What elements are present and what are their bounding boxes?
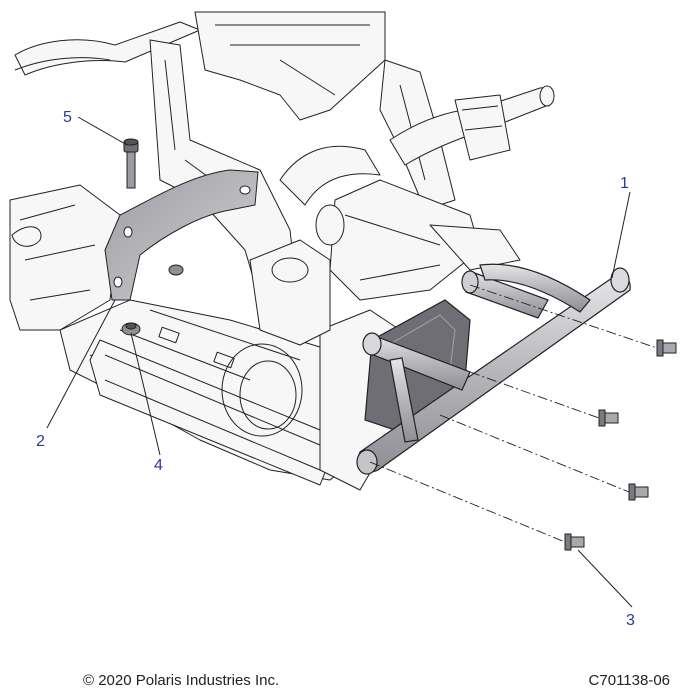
leader-line-4 [130, 332, 161, 456]
bracket-bolt-part [123, 138, 139, 189]
callout-2: 2 [36, 433, 45, 450]
leader-line-1 [611, 191, 631, 279]
callout-3: 3 [626, 612, 635, 629]
flange-bolts-part [564, 339, 677, 551]
leader-line-2 [46, 299, 116, 429]
front-bumper-part [356, 263, 631, 475]
callout-labels: 1 2 3 4 5 [36, 109, 635, 629]
flange-bolt-c [628, 483, 649, 501]
leader-line-5 [77, 116, 128, 146]
leader-line-3 [577, 549, 633, 608]
callout-1: 1 [620, 175, 629, 192]
copyright-notice: © 2020 Polaris Industries Inc. [83, 672, 280, 689]
flange-nut-part [121, 264, 184, 336]
drawing-number: C701138-06 [588, 672, 670, 689]
callout-4: 4 [154, 457, 163, 474]
mounting-bracket-part [104, 169, 259, 301]
flange-bolt-d [564, 533, 585, 551]
vehicle-frame [9, 11, 555, 491]
alignment-lines [369, 284, 658, 543]
leader-lines [46, 116, 633, 608]
flange-bolt-b [598, 409, 619, 427]
callout-5: 5 [63, 109, 72, 126]
flange-bolt-a [656, 339, 677, 357]
